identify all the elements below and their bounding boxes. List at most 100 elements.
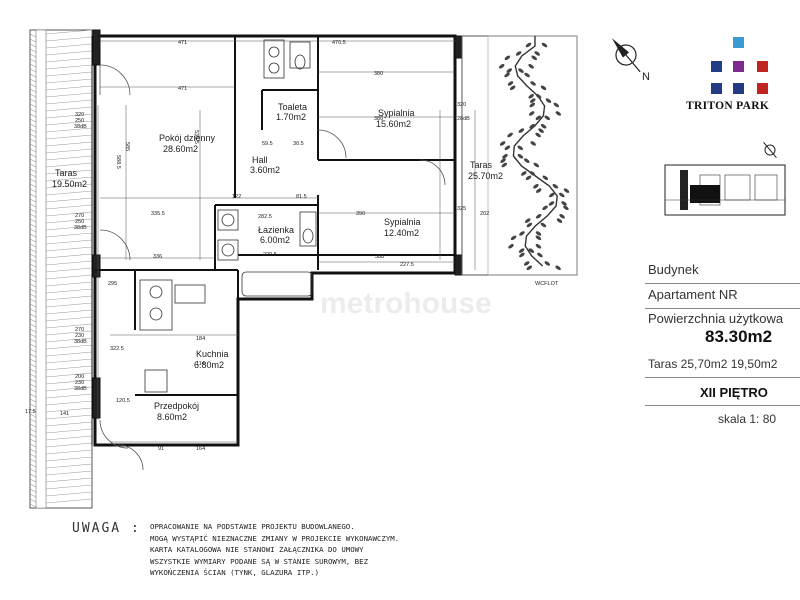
room-area-kitchen: 6.80m2 bbox=[194, 360, 224, 370]
dimension-lines bbox=[97, 40, 476, 443]
dim-label: 17.5 bbox=[25, 409, 36, 415]
watermark: metrohouse bbox=[320, 287, 492, 320]
dim-label: 471 bbox=[178, 86, 187, 92]
room-area-bedroom-1: 15.60m2 bbox=[376, 119, 411, 129]
room-area-entry: 8.60m2 bbox=[157, 412, 187, 422]
dim-label: 380 bbox=[374, 116, 383, 122]
dim-label: 38dB bbox=[74, 225, 87, 231]
dim-label: 335.5 bbox=[151, 211, 165, 217]
room-name-entry: Przedpokój bbox=[154, 401, 199, 411]
dim-label: 200 bbox=[75, 374, 84, 380]
dim-label: 28dB bbox=[457, 116, 470, 122]
info-divider bbox=[645, 377, 800, 378]
dim-label: 325 bbox=[457, 206, 466, 212]
dim-label: 250 bbox=[75, 118, 84, 124]
room-name-terrace-left: Taras bbox=[55, 168, 78, 178]
dim-label: 270 bbox=[75, 327, 84, 333]
dim-label: 336 bbox=[153, 254, 162, 260]
room-area-living: 28.60m2 bbox=[163, 144, 198, 154]
right-terrace bbox=[461, 35, 578, 276]
room-name-kitchen: Kuchnia bbox=[196, 349, 229, 359]
dim-label: 390 bbox=[356, 211, 365, 217]
dim-label: 30.5 bbox=[293, 141, 304, 147]
dim-label: 227.5 bbox=[400, 262, 414, 268]
dim-label: 388 bbox=[375, 254, 384, 260]
dimension-labels: 471 470.5 471 380 380 535.5 588.5 585 59… bbox=[25, 40, 559, 452]
floor-label: XII PIĘTRO bbox=[700, 385, 768, 400]
building-label: Budynek bbox=[648, 262, 699, 277]
left-terrace-railing bbox=[29, 29, 93, 509]
dim-label: 320 bbox=[457, 102, 466, 108]
dim-label: 202 bbox=[480, 211, 489, 217]
dim-label: 471 bbox=[178, 40, 187, 46]
room-name-terrace-right: Taras bbox=[470, 160, 493, 170]
room-area-bedroom-2: 12.40m2 bbox=[384, 228, 419, 238]
room-name-bedroom-1: Sypialnia bbox=[378, 108, 415, 118]
room-name-living: Pokój dzienny bbox=[159, 133, 216, 143]
dim-label: 141 bbox=[60, 411, 69, 417]
dim-label: 320 bbox=[75, 112, 84, 118]
dim-label: 380 bbox=[374, 71, 383, 77]
area-label: Powierzchnia użytkowa bbox=[648, 311, 784, 326]
door-swings bbox=[99, 64, 446, 471]
scale-label: skala 1: 80 bbox=[718, 412, 777, 426]
exterior-walls bbox=[91, 29, 463, 447]
notes-line: KARTA KATALOGOWA NIE STANOWI ZAŁĄCZNIKA … bbox=[150, 545, 364, 554]
key-plan-compass-icon bbox=[763, 142, 777, 158]
dim-label: 38dB bbox=[74, 339, 87, 345]
notes-line: WYKOŃCZENIA ŚCIAN (TYNK, GLAZURA ITP.) bbox=[150, 568, 320, 577]
dim-label: 59.5 bbox=[262, 141, 273, 147]
dim-label: 588.5 bbox=[115, 155, 121, 169]
notes-text: OPRACOWANIE NA PODSTAWIE PROJEKTU BUDOWL… bbox=[150, 521, 399, 579]
dim-label: 184 bbox=[196, 336, 205, 342]
brand-logo-icon bbox=[711, 37, 768, 94]
area-value: 83.30m2 bbox=[705, 327, 773, 346]
room-name-toilet: Toaleta bbox=[278, 102, 307, 112]
dim-label: 585 bbox=[124, 142, 130, 151]
info-divider bbox=[645, 308, 800, 309]
dim-label: 220.5 bbox=[263, 252, 277, 258]
info-divider bbox=[645, 283, 800, 284]
dim-label: 164 bbox=[196, 446, 205, 452]
terrace-areas: Taras 25,70m2 19,50m2 bbox=[648, 357, 778, 371]
interior-walls bbox=[95, 36, 455, 396]
dim-label: WCFLOT bbox=[535, 281, 559, 287]
dim-label: 295 bbox=[108, 281, 117, 287]
notes-title: UWAGA : bbox=[72, 521, 141, 536]
dim-label: 114 bbox=[196, 361, 205, 367]
dim-label: 322.5 bbox=[110, 346, 124, 352]
dim-label: 91 bbox=[158, 446, 164, 452]
notes-line: OPRACOWANIE NA PODSTAWIE PROJEKTU BUDOWL… bbox=[150, 522, 355, 531]
room-area-hall: 3.60m2 bbox=[250, 165, 280, 175]
room-area-terrace-right: 25.70m2 bbox=[468, 171, 503, 181]
dim-label: 122 bbox=[232, 194, 241, 200]
compass-icon bbox=[611, 38, 641, 73]
dim-label: 470.5 bbox=[332, 40, 346, 46]
dim-label: 270 bbox=[75, 213, 84, 219]
room-area-bathroom: 6.00m2 bbox=[260, 235, 290, 245]
dim-label: 535.5 bbox=[193, 130, 199, 144]
dim-label: 250 bbox=[75, 219, 84, 225]
apartment-label: Apartament NR bbox=[648, 287, 738, 302]
notes-line: MOGĄ WYSTĄPIĆ NIEZNACZNE ZMIANY W PROJEK… bbox=[150, 533, 400, 543]
room-labels: Pokój dzienny 28.60m2 Toaleta 1.70m2 Syp… bbox=[52, 102, 503, 422]
room-name-hall: Hall bbox=[252, 155, 268, 165]
dim-label: 38dB bbox=[74, 386, 87, 392]
notes-line: WSZYSTKIE WYMIARY PODANE SĄ W STANIE SUR… bbox=[150, 556, 369, 566]
info-divider bbox=[645, 405, 800, 406]
dim-label: 230 bbox=[75, 333, 84, 339]
dim-label: 230 bbox=[75, 380, 84, 386]
dim-label: 282.5 bbox=[258, 214, 272, 220]
key-plan-thumbnail bbox=[664, 164, 786, 216]
fixtures bbox=[139, 39, 317, 393]
dim-label: 38dB bbox=[74, 124, 87, 130]
room-area-toilet: 1.70m2 bbox=[276, 112, 306, 122]
dim-label: 81.5 bbox=[296, 194, 307, 200]
room-name-bedroom-2: Sypialnia bbox=[384, 217, 421, 227]
room-name-bathroom: Łazienka bbox=[258, 225, 294, 235]
dim-label: 120.5 bbox=[116, 398, 130, 404]
room-area-terrace-left: 19.50m2 bbox=[52, 179, 87, 189]
compass-north-label: N bbox=[642, 71, 650, 83]
brand-name: TRITON PARK bbox=[686, 100, 770, 112]
